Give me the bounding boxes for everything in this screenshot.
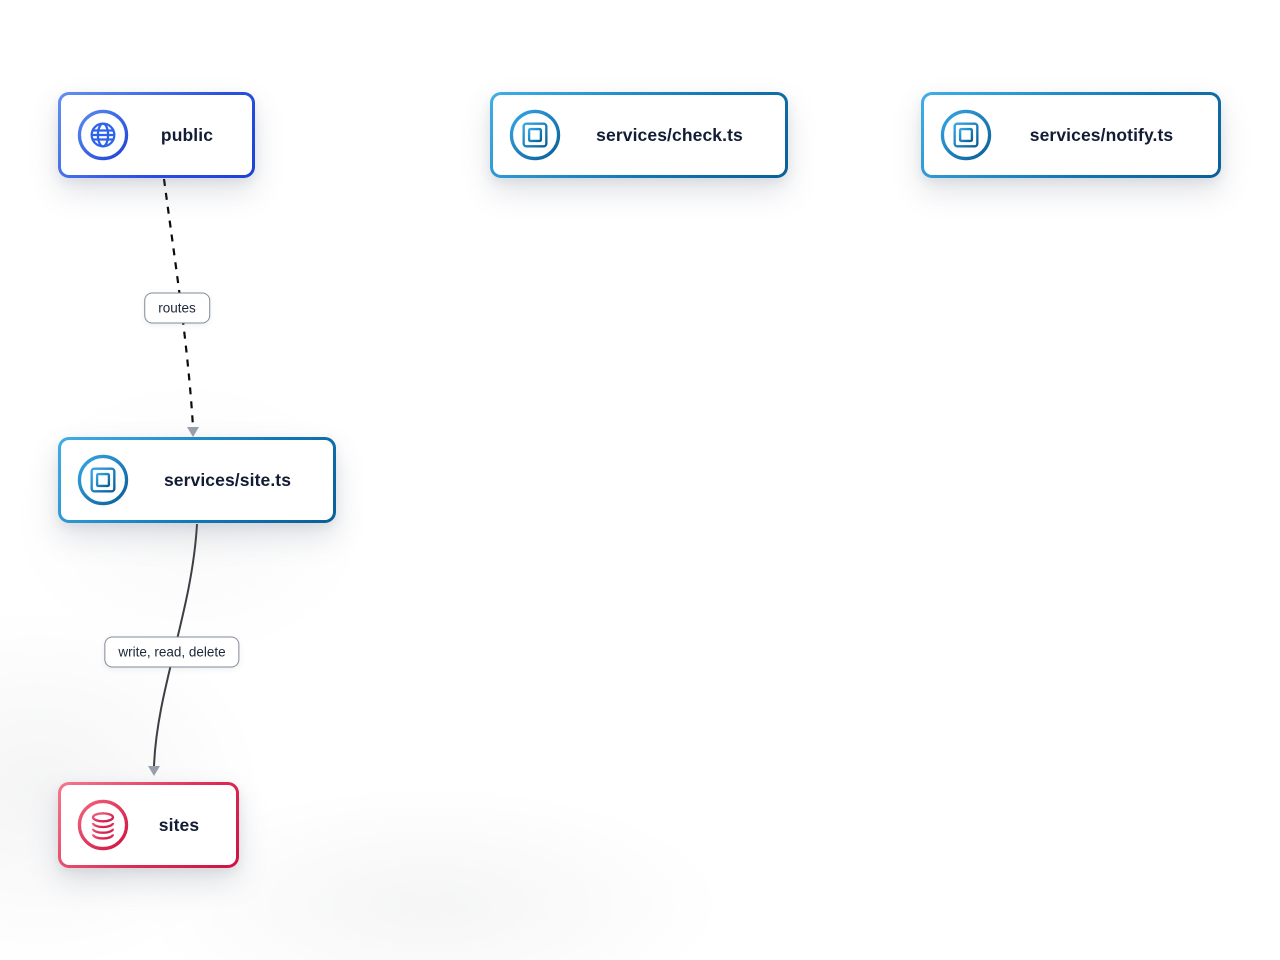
node-sites-label: sites — [158, 814, 200, 835]
node-public[interactable]: public — [58, 92, 255, 178]
node-services-notify-body: services/notify.ts — [924, 95, 1218, 175]
node-public-body: public — [61, 95, 252, 175]
edge-label-write-read-delete: write, read, delete — [104, 636, 240, 668]
node-services-check[interactable]: services/check.ts — [490, 92, 788, 178]
globe-icon — [77, 109, 129, 161]
node-services-check-label: services/check.ts — [596, 124, 743, 145]
database-icon — [77, 799, 129, 851]
node-sites-body: sites — [61, 785, 236, 865]
edge-label-routes: routes — [144, 292, 210, 324]
node-services-site-label: services/site.ts — [163, 469, 292, 490]
node-sites[interactable]: sites — [58, 782, 239, 868]
node-public-label: public — [160, 124, 214, 145]
chip-icon — [77, 454, 129, 506]
chip-icon — [940, 109, 992, 161]
node-services-site[interactable]: services/site.ts — [58, 437, 336, 523]
node-services-site-body: services/site.ts — [61, 440, 333, 520]
node-services-check-body: services/check.ts — [493, 95, 785, 175]
node-services-notify-label: services/notify.ts — [1029, 124, 1174, 145]
node-services-notify[interactable]: services/notify.ts — [921, 92, 1221, 178]
chip-icon — [509, 109, 561, 161]
